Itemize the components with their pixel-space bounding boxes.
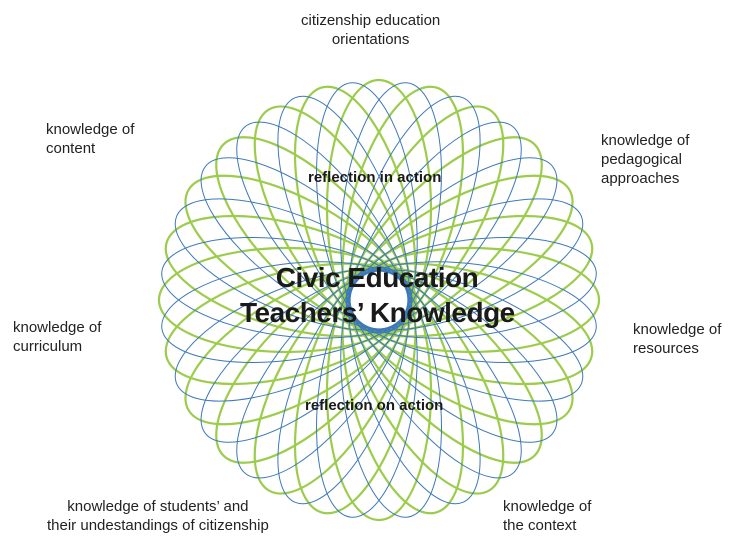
blue-loop-20 bbox=[349, 121, 522, 331]
blue-loop-6 bbox=[316, 266, 418, 518]
blue-loop-4 bbox=[348, 267, 481, 505]
label-knowledge-of-content: knowledge of content bbox=[46, 121, 135, 157]
label-knowledge-of-pedagogical-approaches: knowledge of pedagogical approaches bbox=[601, 132, 690, 187]
label-reflection-in-action: reflection in action bbox=[308, 169, 442, 186]
center-title-line2: Teachers’ Knowledge bbox=[240, 297, 515, 328]
blue-loop-13 bbox=[174, 198, 412, 331]
center-title-line1: Civic Education bbox=[275, 262, 479, 293]
label-knowledge-of-the-context: knowledge of the context bbox=[503, 498, 592, 534]
label-knowledge-of-students: knowledge of students’ and their undesta… bbox=[47, 498, 269, 534]
blue-loop-8 bbox=[236, 269, 409, 479]
blue-loop-17 bbox=[316, 82, 418, 334]
blue-loop-12 bbox=[161, 237, 413, 339]
blue-loop-2 bbox=[348, 270, 558, 443]
blue-loop-10 bbox=[174, 269, 412, 402]
blue-loop-1 bbox=[346, 269, 584, 402]
label-citizenship-education-orientations: citizenship education orientations bbox=[301, 12, 441, 48]
blue-loop-7 bbox=[277, 267, 410, 505]
blue-loop-14 bbox=[200, 157, 410, 330]
blue-loop-16 bbox=[277, 95, 410, 333]
blue-loop-19 bbox=[348, 95, 481, 333]
label-knowledge-of-curriculum: knowledge of curriculum bbox=[13, 319, 102, 355]
blue-loop-3 bbox=[349, 269, 522, 479]
blue-loop-5 bbox=[340, 266, 442, 518]
blue-loop-23 bbox=[345, 237, 597, 339]
blue-loop-0 bbox=[345, 261, 597, 363]
blue-loop-22 bbox=[346, 198, 584, 331]
label-knowledge-of-resources: knowledge of resources bbox=[633, 321, 722, 357]
label-reflection-on-action: reflection on action bbox=[305, 397, 444, 414]
